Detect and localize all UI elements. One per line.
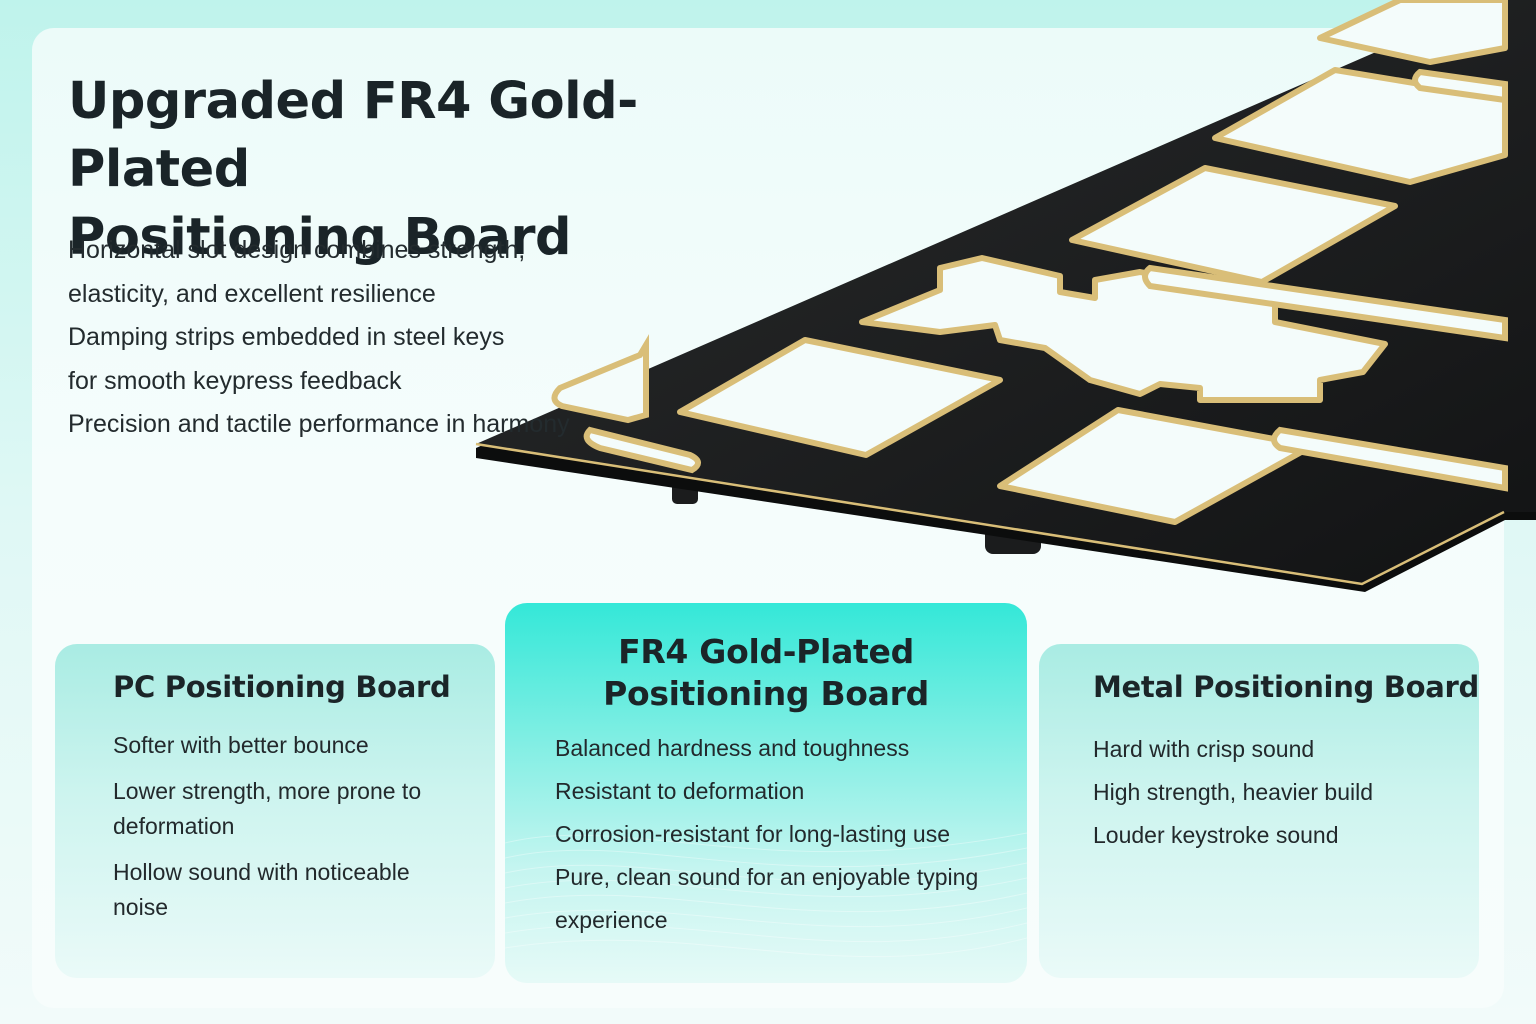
- metal-positioning-board-card: Metal Positioning Board Hard with crisp …: [1039, 644, 1479, 978]
- feature-line: Horizontal slot design combines strength…: [68, 236, 526, 264]
- card-title-line-1: FR4 Gold-Plated: [618, 632, 914, 671]
- list-item: Softer with better bounce: [113, 732, 369, 758]
- pc-positioning-board-card: PC Positioning Board Softer with better …: [55, 644, 495, 978]
- feature-line: for smooth keypress feedback: [68, 366, 402, 395]
- horizontal-slots: [551, 68, 1508, 492]
- page-title-line-2: Positioning Board: [68, 208, 572, 267]
- feature-line: elasticity, and excellent resilience: [68, 279, 436, 308]
- list-item: Resistant to deformation: [555, 778, 805, 804]
- page-title: Upgraded FR4 Gold-Plated Positioning Boa…: [68, 68, 788, 272]
- positioning-board-image: [475, 0, 1536, 592]
- list-item: Hard with crisp sound: [1093, 736, 1315, 762]
- list-item: High strength, heavier build: [1093, 779, 1373, 805]
- list-item: Hollow sound with noticeable noise: [113, 859, 410, 920]
- switch-cutouts: [677, 0, 1508, 525]
- list-item: Balanced hardness and toughness: [555, 735, 910, 761]
- card-feature-list: Softer with better bounce Lower strength…: [113, 728, 453, 936]
- list-item: Lower strength, more prone to deformatio…: [113, 778, 422, 839]
- wave-pattern-decoration: [505, 832, 1027, 958]
- page-title-line-1: Upgraded FR4 Gold-Plated: [68, 72, 638, 199]
- list-item: Corrosion-resistant for long-lasting use: [555, 821, 951, 847]
- card-feature-list: Hard with crisp sound High strength, hea…: [1093, 728, 1453, 857]
- list-item: Pure, clean sound for an enjoyable typin…: [555, 864, 979, 933]
- card-feature-list: Balanced hardness and toughness Resistan…: [555, 727, 1005, 942]
- card-title-line-2: Positioning Board: [603, 674, 929, 713]
- fr4-positioning-board-card: FR4 Gold-Plated Positioning Board Balanc…: [505, 603, 1027, 983]
- card-title: FR4 Gold-Plated Positioning Board: [505, 631, 1027, 715]
- feature-line: Damping strips embedded in steel keys: [68, 323, 505, 351]
- list-item: Louder keystroke sound: [1093, 822, 1339, 848]
- feature-line: Precision and tactile performance in har…: [68, 410, 570, 438]
- feature-description: Horizontal slot design combines strength…: [68, 229, 628, 447]
- card-title: Metal Positioning Board: [1093, 670, 1479, 704]
- card-title: PC Positioning Board: [113, 670, 451, 704]
